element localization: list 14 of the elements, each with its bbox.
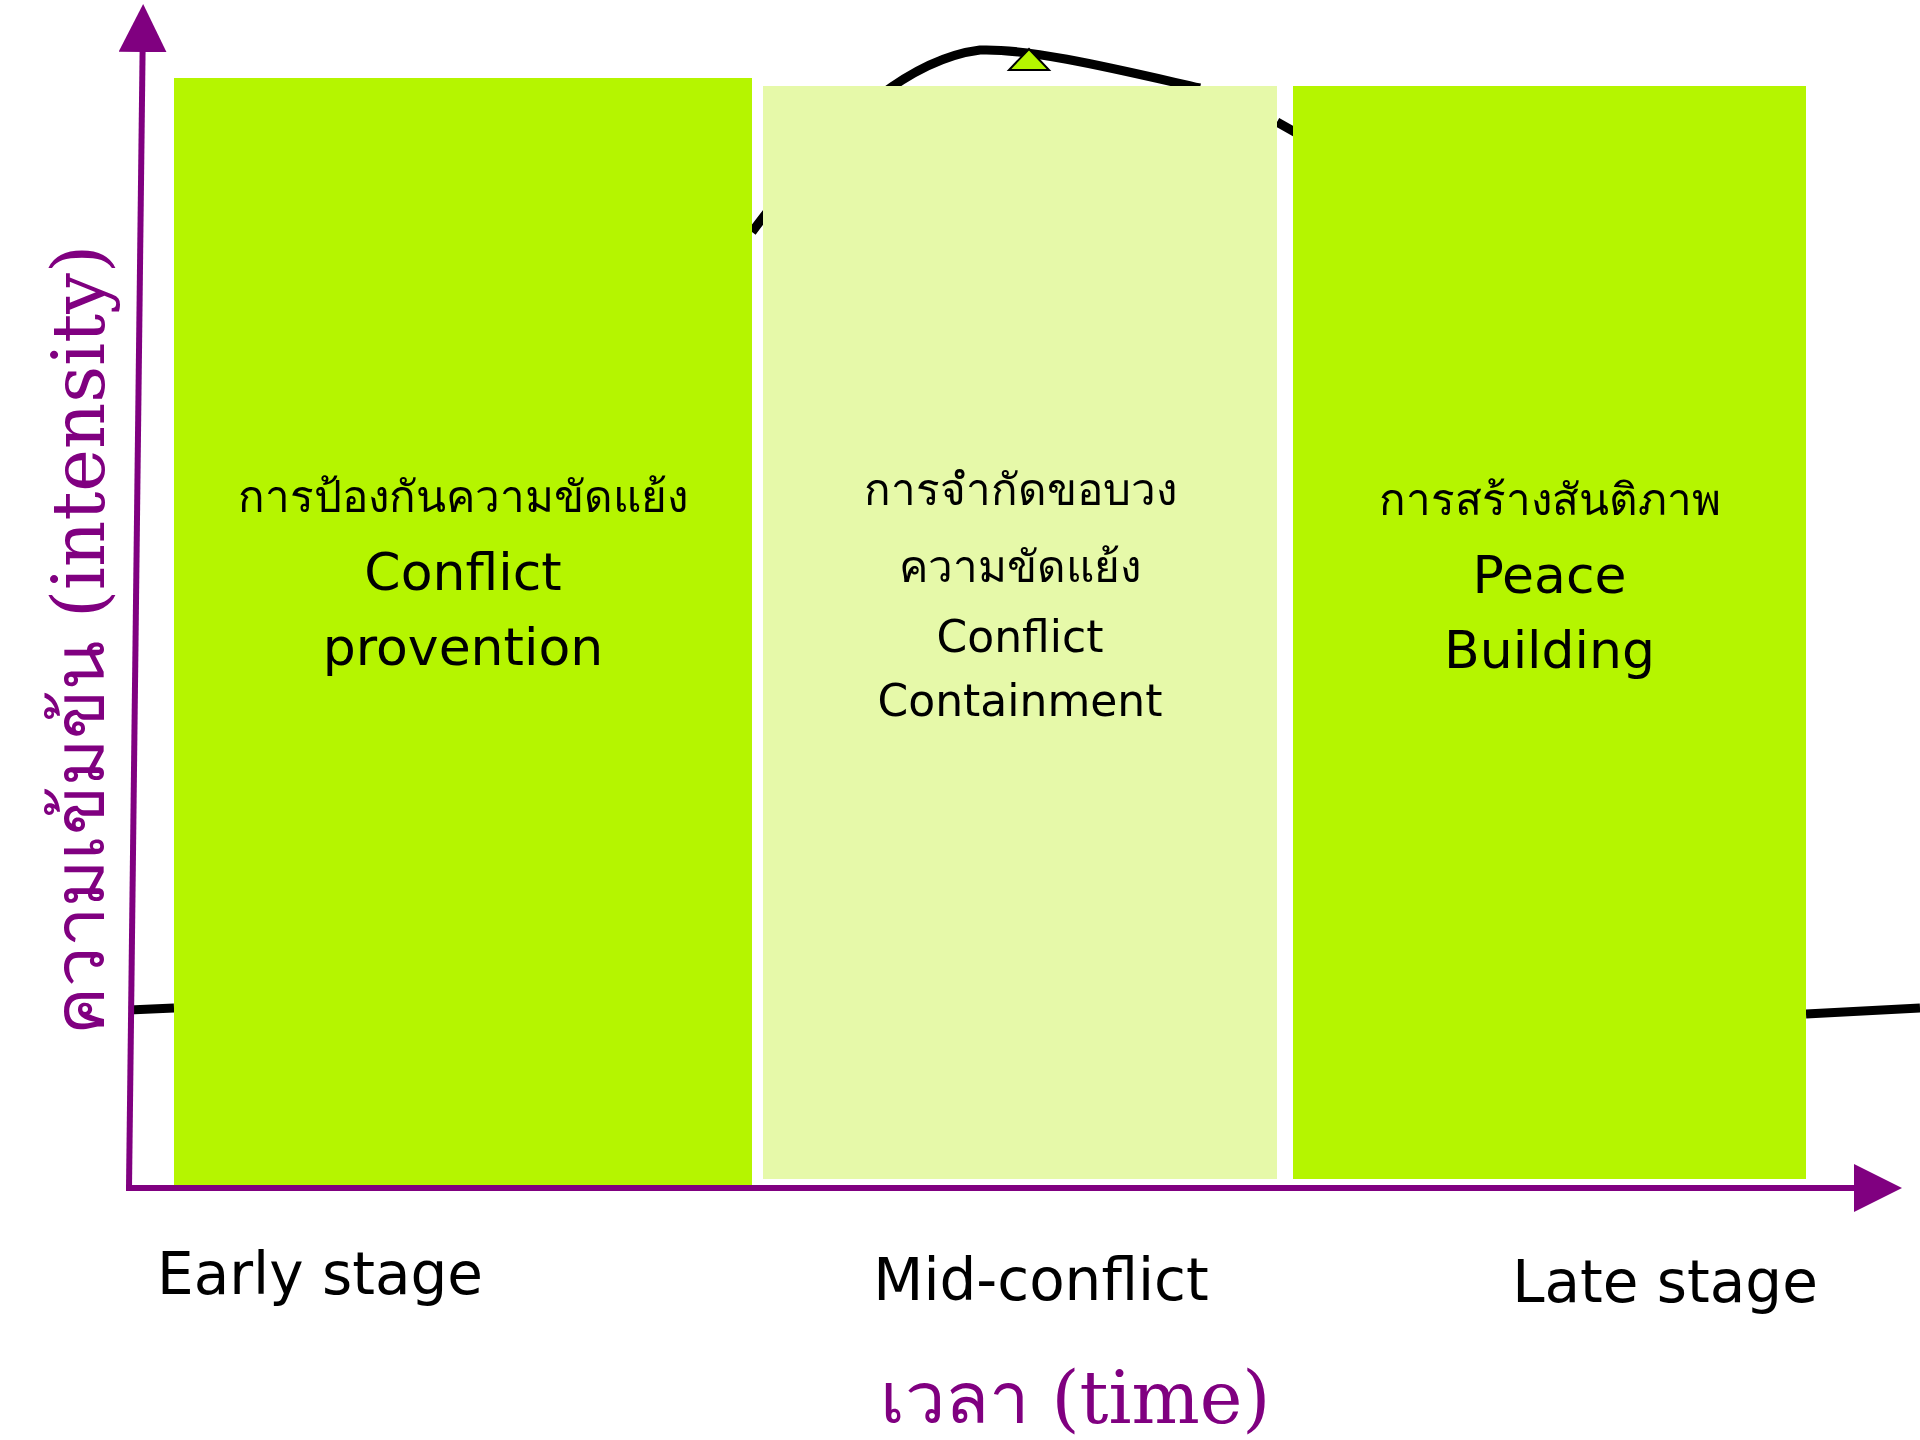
phase-title: Conflict provention <box>321 541 605 680</box>
phase-title: Peace Building <box>1443 544 1656 683</box>
x-axis-label: เวลา (time) <box>879 1355 1271 1440</box>
stage-label: Early stage <box>157 1240 483 1308</box>
phase-title: Conflict Containment <box>876 610 1164 728</box>
stage-label: Mid-conflict <box>873 1246 1209 1314</box>
phase-title-thai: การจำกัดขอบวงความขัดแย้ง <box>862 463 1178 594</box>
phase-box <box>763 86 1277 1179</box>
phase-box <box>174 78 752 1185</box>
phase-box <box>1293 86 1806 1179</box>
phase-title-thai: การสร้างสันติภาพ <box>1378 473 1721 527</box>
y-axis-label: ความเข้มข้น (intensity) <box>35 245 122 1035</box>
stage-label: Late stage <box>1512 1248 1818 1316</box>
phase-title-thai: การป้องกันความขัดแย้ง <box>238 470 688 524</box>
